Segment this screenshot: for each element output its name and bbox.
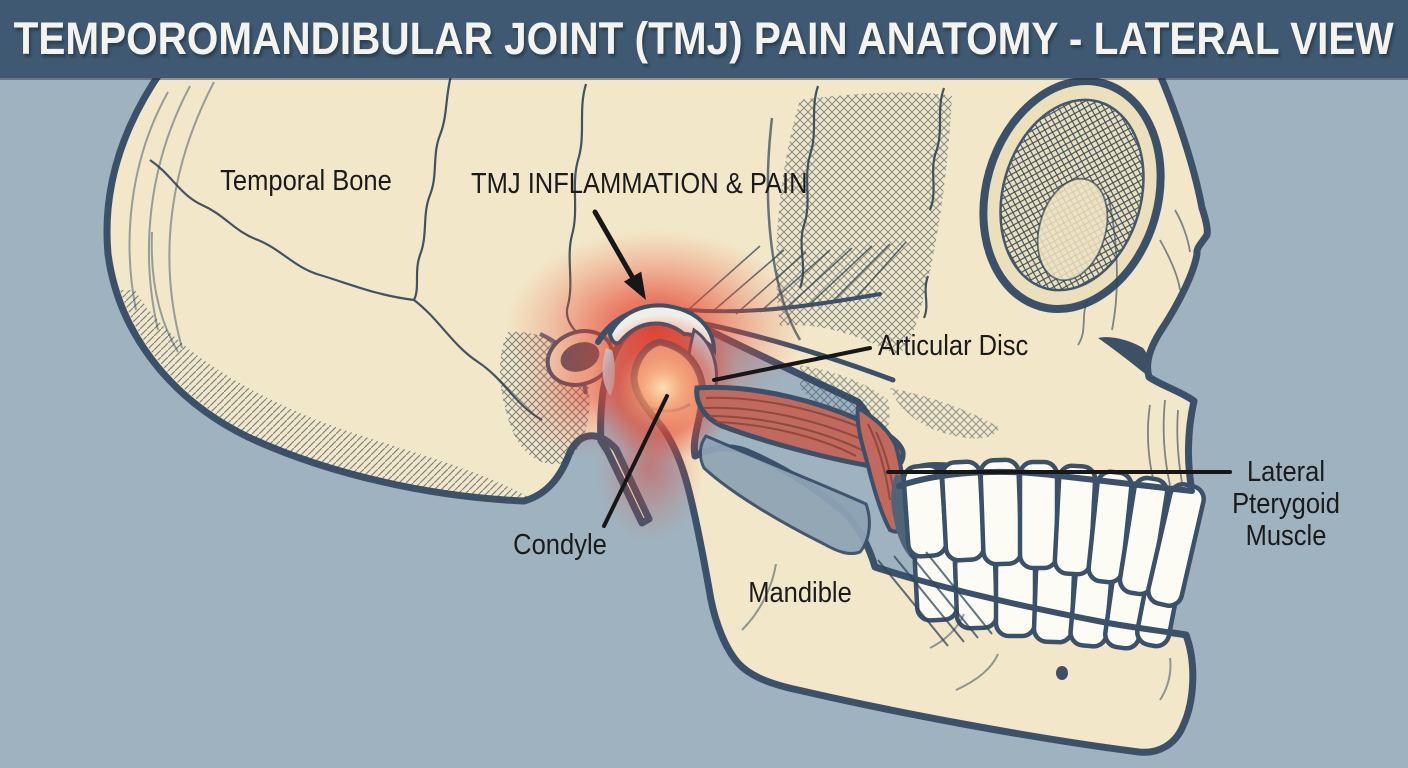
occipital-shading-arcs <box>128 81 215 353</box>
articular-disc-leader <box>712 346 872 382</box>
label-articular-disc: Articular Disc <box>878 330 1029 362</box>
label-temporal-bone: Temporal Bone <box>220 165 392 197</box>
tooth <box>1146 482 1206 608</box>
page-title: TEMPOROMANDIBULAR JOINT (TMJ) PAIN ANATO… <box>14 13 1394 64</box>
mental-foramen <box>1056 666 1068 680</box>
upper-gum-line <box>896 468 1195 494</box>
condyle-leader <box>602 394 669 528</box>
inflammation-arrow-shaft <box>592 209 637 283</box>
occipital-hatch-band <box>120 290 530 498</box>
nasal-aperture <box>1098 337 1151 377</box>
upper-teeth <box>901 457 1206 608</box>
lower-gum-line <box>872 564 1189 638</box>
inflammation-arrowhead <box>623 271 646 300</box>
label-condyle: Condyle <box>513 529 607 561</box>
muscle-fiber-lines-upper <box>703 396 873 457</box>
mandible-detail-strokes <box>741 563 1172 701</box>
label-mandible: Mandible <box>748 577 852 609</box>
infratemporal-gap <box>698 434 871 556</box>
label-tmj-inflammation: TMJ INFLAMMATION & PAIN <box>471 168 808 200</box>
ramus-shading-lines <box>877 551 993 647</box>
temporal-fossa-hatch <box>776 92 952 356</box>
title-bar: TEMPOROMANDIBULAR JOINT (TMJ) PAIN ANATO… <box>0 0 1408 78</box>
label-lateral-pterygoid: Lateral Pterygoid Muscle <box>1232 456 1340 552</box>
condyle-hot-glow <box>589 314 737 462</box>
annotation-lines <box>592 209 1232 528</box>
zygomatic-underside-hatch <box>890 388 1000 439</box>
face-detail-strokes <box>1077 194 1191 489</box>
